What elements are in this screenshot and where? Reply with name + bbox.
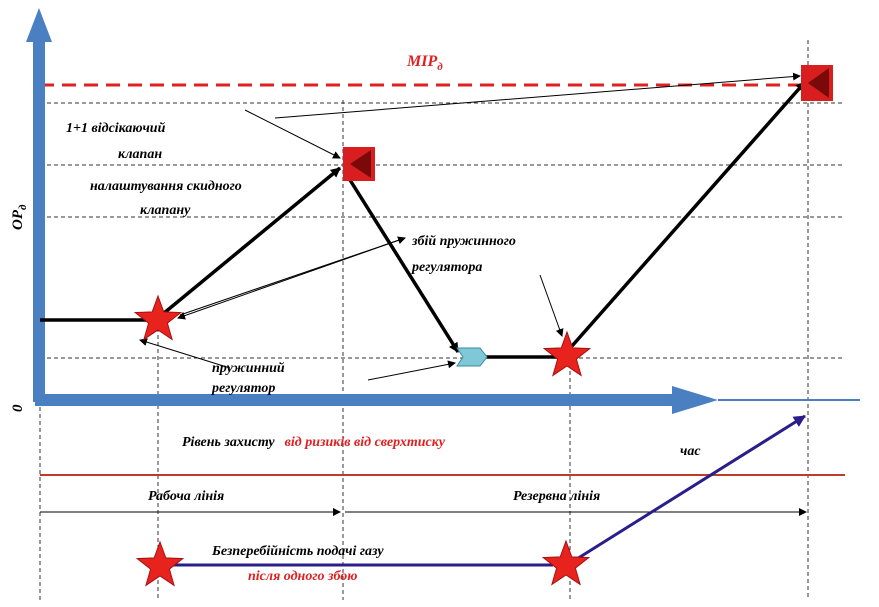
working-line-label: Рабоча лінія [148,489,224,504]
continuity-end-star-icon [541,539,591,586]
spring-regulator-label-1: пружинний [212,361,285,376]
max-line-label: MIPд [406,53,443,73]
relief-valve-icon [343,147,375,181]
after-failure-label: після одного збою [248,569,357,584]
annotation-arrows [40,72,807,516]
reserve-line-label: Резервна лінія [513,489,600,504]
grid-lines [39,40,845,600]
time-label: час [680,444,701,459]
x-axis [35,386,860,414]
relief-valve-label-4: клапану [140,203,191,218]
continuity-label: Безперебійність подачі газу [211,544,384,559]
standby-regulator-icon [456,347,488,367]
failure-label-1: збій пружинного [411,234,516,249]
origin-label: 0 [10,404,26,412]
relief-valve-label-2: клапан [118,147,162,162]
continuity-line [162,414,806,567]
pressure-trace [40,80,807,359]
relief-valve-label-3: налаштування скидного [90,179,242,194]
shutoff-valve-icon [801,65,833,101]
reserve-regulator-star-icon [542,330,592,377]
relief-valve-label-1: 1+1 відсікаючий [66,121,166,136]
y-axis [26,8,52,402]
failure-label-2: регулятора [411,260,482,275]
continuity-start-star-icon [135,540,185,587]
spring-regulator-label-2: регулятор [211,381,275,396]
y-axis-label: OPд [10,204,29,230]
spring-regulator-star-icon [133,294,183,341]
